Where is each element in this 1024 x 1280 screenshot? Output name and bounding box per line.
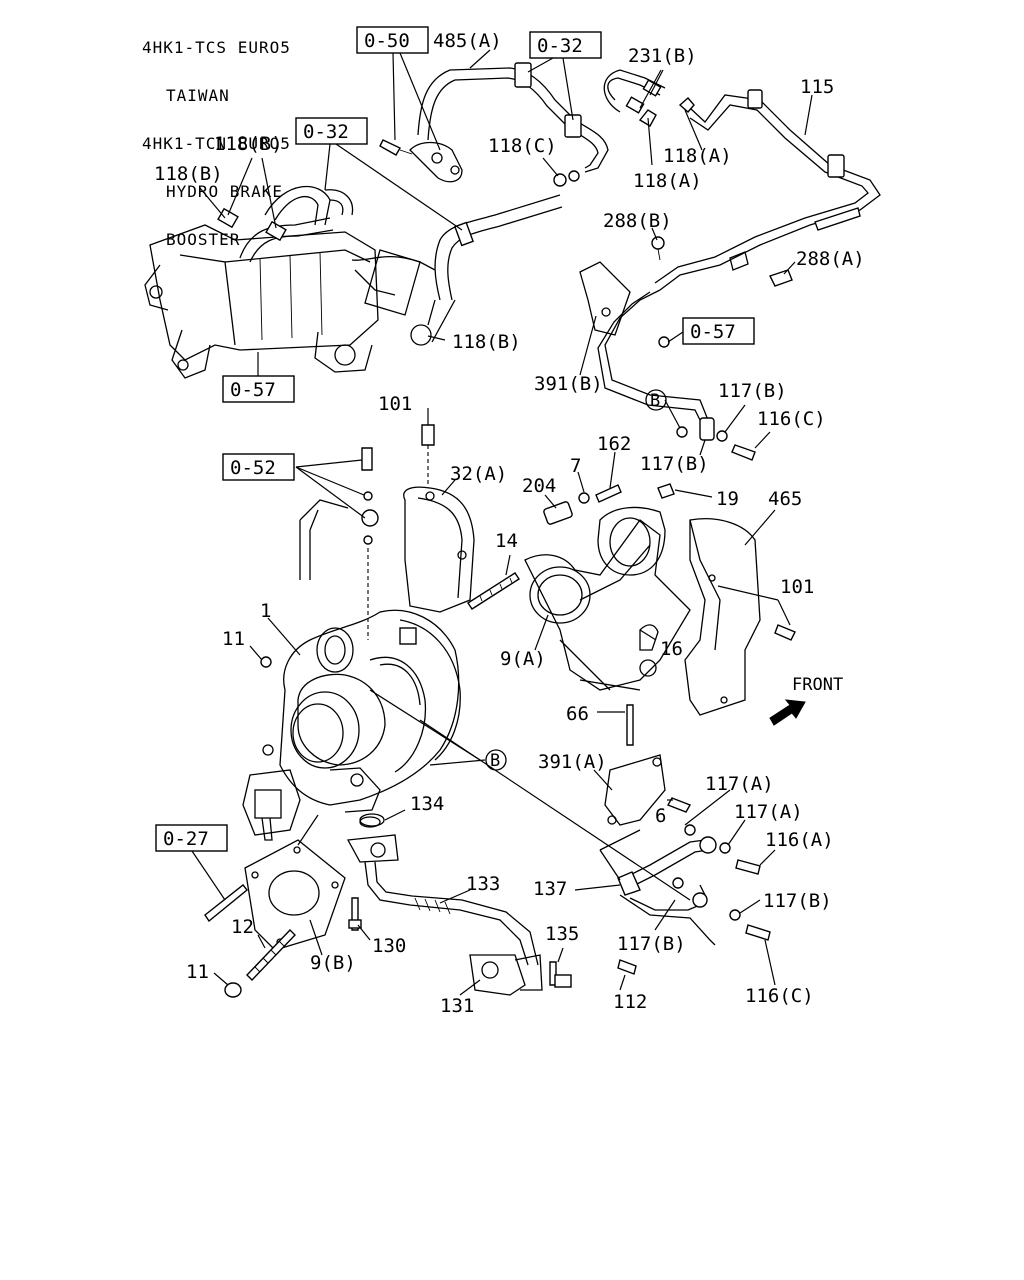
title-block: 4HK1-TCS EURO5 TAIWAN 4HK1-TCN EURO5 HYD… — [142, 8, 291, 264]
ref-0-27: 0-27 — [163, 828, 209, 850]
callout-6: 6 — [655, 805, 666, 827]
callout-131: 131 — [440, 995, 474, 1017]
reference-boxes: 0-50 0-32 0-32 0-57 0-57 0-52 0-27 — [155, 26, 755, 852]
callout-137: 137 — [533, 878, 567, 900]
callout-130: 130 — [372, 935, 406, 957]
front-label: FRONT — [792, 675, 843, 695]
oil-pipe-133 — [346, 813, 572, 996]
callout-117b-4: 117(B) — [617, 933, 686, 955]
callout-117a-2: 117(A) — [734, 801, 803, 823]
gasket-9b — [204, 839, 346, 998]
callout-117b-3: 117(B) — [763, 890, 832, 912]
svg-text:B: B — [650, 391, 660, 411]
callout-485a: 485(A) — [433, 30, 502, 52]
callout-66: 66 — [566, 703, 589, 725]
callout-118a-1: 118(A) — [663, 145, 732, 167]
callout-115: 115 — [800, 76, 834, 98]
callout-7: 7 — [570, 455, 581, 477]
ref-0-50: 0-50 — [364, 30, 410, 52]
title-line-3: 4HK1-TCN EURO5 — [142, 134, 291, 153]
callout-231b: 231(B) — [628, 45, 697, 67]
callout-9a: 9(A) — [500, 648, 546, 670]
callout-11b: 11 — [186, 961, 209, 983]
callout-9b: 9(B) — [310, 952, 356, 974]
callout-101a: 101 — [378, 393, 412, 415]
callout-117b-2: 117(B) — [640, 453, 709, 475]
callout-118c: 118(C) — [488, 135, 557, 157]
callout-288a: 288(A) — [796, 248, 865, 270]
exhaust-manifold — [524, 506, 691, 691]
callout-134: 134 — [410, 793, 444, 815]
callout-116c-1: 116(C) — [757, 408, 826, 430]
egr-cooler-assembly — [144, 185, 379, 379]
ref-0-32-left: 0-32 — [303, 121, 349, 143]
callout-116a: 116(A) — [765, 829, 834, 851]
marker-b-upper: B — [645, 389, 667, 411]
ref-0-52: 0-52 — [230, 457, 276, 479]
callout-101b: 101 — [780, 576, 814, 598]
callout-118a-2: 118(A) — [633, 170, 702, 192]
callout-118b-3: 118(B) — [452, 331, 521, 353]
callout-133: 133 — [466, 873, 500, 895]
callout-204: 204 — [522, 475, 556, 497]
title-line-1: 4HK1-TCS EURO5 — [142, 38, 291, 57]
ref-0-57-right: 0-57 — [690, 321, 736, 343]
front-arrow: FRONT — [769, 675, 843, 726]
small-hardware — [299, 424, 796, 746]
pipe-115-assembly — [579, 69, 881, 461]
callout-118b-1: 118(B) — [214, 133, 283, 155]
callout-117a-1: 117(A) — [705, 773, 774, 795]
callout-32a: 32(A) — [450, 463, 507, 485]
callout-112: 112 — [613, 991, 647, 1013]
heat-shield-32a — [399, 486, 475, 645]
callout-118b-2: 118(B) — [154, 163, 223, 185]
callout-12: 12 — [231, 916, 254, 938]
egr-hose — [351, 170, 580, 346]
callout-16: 16 — [660, 638, 683, 660]
turbocharger-body — [242, 609, 461, 841]
ref-0-57-left: 0-57 — [230, 379, 276, 401]
title-line-2: TAIWAN — [166, 86, 230, 105]
title-line-5: BOOSTER — [166, 230, 241, 249]
svg-text:B: B — [490, 751, 500, 771]
lower-right-pipes — [599, 754, 771, 975]
pipe-485a — [379, 62, 609, 183]
callout-116c-2: 116(C) — [745, 985, 814, 1007]
callout-11a: 11 — [222, 628, 245, 650]
callout-1: 1 — [260, 600, 271, 622]
callout-465: 465 — [768, 488, 802, 510]
callout-288b: 288(B) — [603, 210, 672, 232]
callout-162: 162 — [597, 433, 631, 455]
callout-391a: 391(A) — [538, 751, 607, 773]
heat-shield-465 — [684, 518, 761, 716]
callout-19: 19 — [716, 488, 739, 510]
callout-labels: 485(A) 231(B) 115 118(B) 118(B) 118(C) 1… — [154, 30, 865, 1017]
callout-391b: 391(B) — [534, 373, 603, 395]
callout-14: 14 — [495, 530, 518, 552]
gasket-134 — [359, 816, 381, 828]
callout-117b-1: 117(B) — [718, 380, 787, 402]
leader-lines — [191, 49, 813, 996]
callout-135: 135 — [545, 923, 579, 945]
ref-0-32-top: 0-32 — [537, 35, 583, 57]
marker-b-lower: B — [485, 749, 507, 771]
